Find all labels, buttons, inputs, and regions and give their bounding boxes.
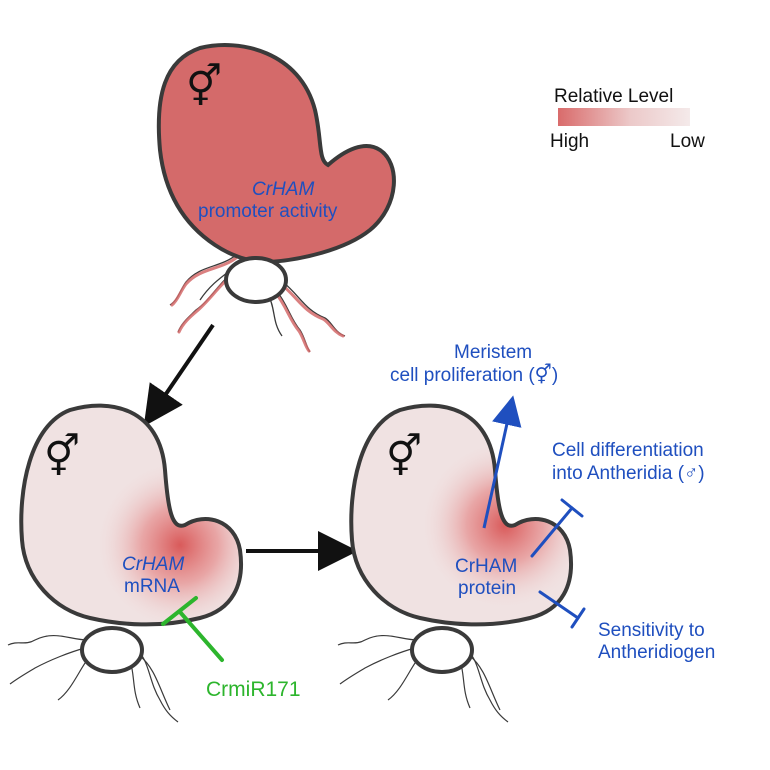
gametophyte-top: ⚥ CrHAM promoter activity bbox=[156, 43, 396, 353]
protein-caption: protein bbox=[458, 578, 516, 599]
gametophyte-bottom-right: ⚥ CrHAM protein bbox=[337, 395, 586, 723]
inhibition-to-sensitivity bbox=[538, 590, 586, 629]
legend-low-label: Low bbox=[670, 131, 705, 152]
hermaphrodite-symbol-bottom-right: ⚥ bbox=[386, 433, 422, 480]
rhizoid-base-bottom-right bbox=[410, 626, 474, 674]
sensitivity-label-line1: Sensitivity to bbox=[598, 620, 705, 641]
arrow-to-meristem bbox=[482, 395, 522, 529]
thallus-outline-bottom-left bbox=[19, 403, 243, 627]
caption-bottom-left: mRNA bbox=[124, 576, 180, 597]
hermaphrodite-symbol-bottom-left: ⚥ bbox=[44, 433, 80, 480]
hermaphrodite-symbol-top: ⚥ bbox=[186, 63, 222, 110]
legend-gradient-bar bbox=[558, 108, 690, 126]
meristem-label-line1: Meristem bbox=[454, 342, 532, 363]
mirna-label: CrmiR171 bbox=[206, 678, 301, 701]
legend-title: Relative Level bbox=[554, 86, 673, 107]
differentiation-label-line2: into Antheridia (♂) bbox=[552, 463, 705, 484]
legend-high-label: High bbox=[550, 131, 589, 152]
protein-name: CrHAM bbox=[455, 556, 517, 577]
legend: Relative Level High Low bbox=[550, 86, 705, 152]
thallus-top bbox=[156, 43, 396, 265]
mirna-inhibition bbox=[161, 596, 224, 662]
gene-name-bottom-left: CrHAM bbox=[122, 554, 184, 575]
differentiation-label-line1: Cell differentiation bbox=[552, 440, 704, 461]
gene-name-top: CrHAM bbox=[252, 179, 314, 200]
rhizoid-base-top bbox=[224, 256, 288, 304]
caption-top: promoter activity bbox=[198, 201, 338, 222]
notch-expression-bottom-left bbox=[80, 440, 242, 625]
gametophyte-bottom-left: ⚥ CrHAM mRNA CrmiR171 bbox=[7, 403, 301, 723]
rhizoids-top-fill bbox=[170, 256, 345, 353]
arrow-top-to-mrna bbox=[143, 323, 215, 427]
rhizoid-base-bottom-left bbox=[80, 626, 144, 674]
inhibition-to-differentiation bbox=[530, 498, 584, 558]
output-labels: Meristem cell proliferation (⚥) Cell dif… bbox=[390, 342, 715, 663]
sensitivity-label-line2: Antheridiogen bbox=[598, 642, 715, 663]
meristem-label-line2: cell proliferation (⚥) bbox=[390, 363, 558, 386]
